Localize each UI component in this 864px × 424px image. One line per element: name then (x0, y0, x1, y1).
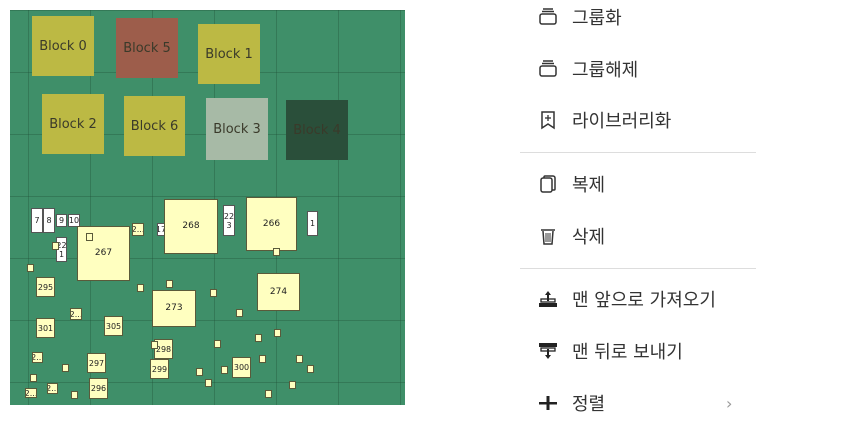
small-node[interactable] (273, 248, 280, 256)
small-node[interactable] (205, 379, 212, 387)
menu-item-ungroup[interactable]: 그룹해제 (520, 49, 756, 89)
menu-item-send-to-back[interactable]: 맨 뒤로 보내기 (520, 331, 756, 371)
block-1[interactable]: Block 5 (116, 18, 178, 78)
block-0[interactable]: Block 0 (32, 16, 94, 76)
small-node[interactable] (71, 391, 78, 399)
diagram-node[interactable]: 301 (36, 318, 55, 338)
small-node[interactable] (137, 284, 144, 292)
menu-item-make-library[interactable]: 라이브러리화 (520, 100, 756, 140)
diagram-node[interactable]: 296 (89, 378, 108, 399)
block-4[interactable]: Block 6 (124, 96, 185, 156)
library-bookmark-icon (538, 110, 558, 130)
group-icon (538, 7, 558, 27)
diagram-node[interactable]: 300 (232, 357, 251, 378)
small-node[interactable] (62, 364, 69, 372)
diagram-node[interactable]: 2... (32, 352, 43, 363)
diagram-node[interactable]: 274 (257, 273, 300, 311)
ungroup-icon (538, 59, 558, 79)
small-node[interactable] (86, 233, 93, 241)
chevron-right-icon: › (726, 393, 733, 413)
block-5[interactable]: Block 3 (206, 98, 268, 160)
block-3[interactable]: Block 2 (42, 94, 104, 154)
diagram-node[interactable]: 305 (104, 316, 123, 336)
small-node[interactable] (307, 365, 314, 373)
diagram-node[interactable]: 2... (132, 223, 144, 236)
menu-divider (520, 268, 756, 269)
menu-item-label: 삭제 (572, 227, 606, 248)
small-node[interactable] (289, 381, 296, 389)
small-node[interactable] (296, 355, 303, 363)
bring-to-front-icon (538, 289, 558, 309)
menu-item-label: 라이브러리화 (572, 111, 672, 132)
send-to-back-icon (538, 341, 558, 361)
small-node[interactable] (52, 242, 59, 250)
diagram-node[interactable]: 9 (56, 214, 67, 227)
diagram-node[interactable]: 7 (31, 208, 43, 233)
diagram-node[interactable]: 22 3 (223, 205, 235, 236)
diagram-node[interactable]: 295 (36, 277, 55, 297)
menu-divider (520, 152, 756, 153)
menu-item-bring-to-front[interactable]: 맨 앞으로 가져오기 (520, 279, 756, 319)
small-node[interactable] (27, 264, 34, 272)
diagram-node[interactable]: 298 (154, 339, 173, 359)
diagram-node[interactable]: 268 (164, 199, 218, 254)
small-node[interactable] (166, 280, 173, 288)
menu-item-label: 복제 (572, 175, 606, 196)
small-node[interactable] (151, 341, 158, 349)
diagram-node[interactable]: 297 (87, 353, 106, 373)
small-node[interactable] (259, 355, 266, 363)
diagram-node[interactable]: 8 (43, 208, 55, 233)
small-node[interactable] (274, 329, 281, 337)
menu-item-label: 정렬 (572, 394, 606, 415)
small-node[interactable] (265, 390, 272, 398)
diagram-node[interactable]: 2... (47, 383, 58, 394)
menu-item-label: 그룹화 (572, 8, 622, 29)
menu-item-duplicate[interactable]: 복제 (520, 164, 756, 204)
diagram-node[interactable]: 2... (70, 308, 82, 320)
menu-item-label: 그룹해제 (572, 60, 639, 81)
menu-item-label: 맨 뒤로 보내기 (572, 342, 683, 363)
small-node[interactable] (221, 366, 228, 374)
block-6[interactable]: Block 4 (286, 100, 348, 160)
small-node[interactable] (255, 334, 262, 342)
context-menu: 그룹화 그룹해제 라이브러리화 복제 삭제 맨 앞으로 가져오기 맨 뒤로 보내… (520, 0, 756, 424)
diagram-node[interactable]: 267 (77, 226, 130, 281)
diagram-node[interactable]: 273 (152, 290, 196, 327)
block-2[interactable]: Block 1 (198, 24, 260, 84)
diagram-node[interactable]: 2... (25, 388, 37, 398)
small-node[interactable] (214, 340, 221, 348)
small-node[interactable] (210, 289, 217, 297)
small-node[interactable] (30, 374, 37, 382)
diagram-node[interactable]: 266 (246, 197, 297, 251)
small-node[interactable] (236, 309, 243, 317)
menu-item-label: 맨 앞으로 가져오기 (572, 290, 716, 311)
duplicate-icon (538, 174, 558, 194)
menu-item-delete[interactable]: 삭제 (520, 216, 756, 256)
diagram-node[interactable]: 299 (150, 359, 169, 379)
align-icon (538, 393, 558, 413)
trash-icon (538, 226, 558, 246)
menu-item-group[interactable]: 그룹화 (520, 0, 756, 37)
menu-item-align[interactable]: 정렬 › (520, 383, 756, 423)
small-node[interactable] (196, 368, 203, 376)
diagram-node[interactable]: 1 (307, 211, 318, 236)
diagram-canvas[interactable]: Block 0 Block 5 Block 1 Block 2 Block 6 Block… (10, 10, 405, 405)
diagram-node[interactable]: 10 (68, 214, 80, 227)
